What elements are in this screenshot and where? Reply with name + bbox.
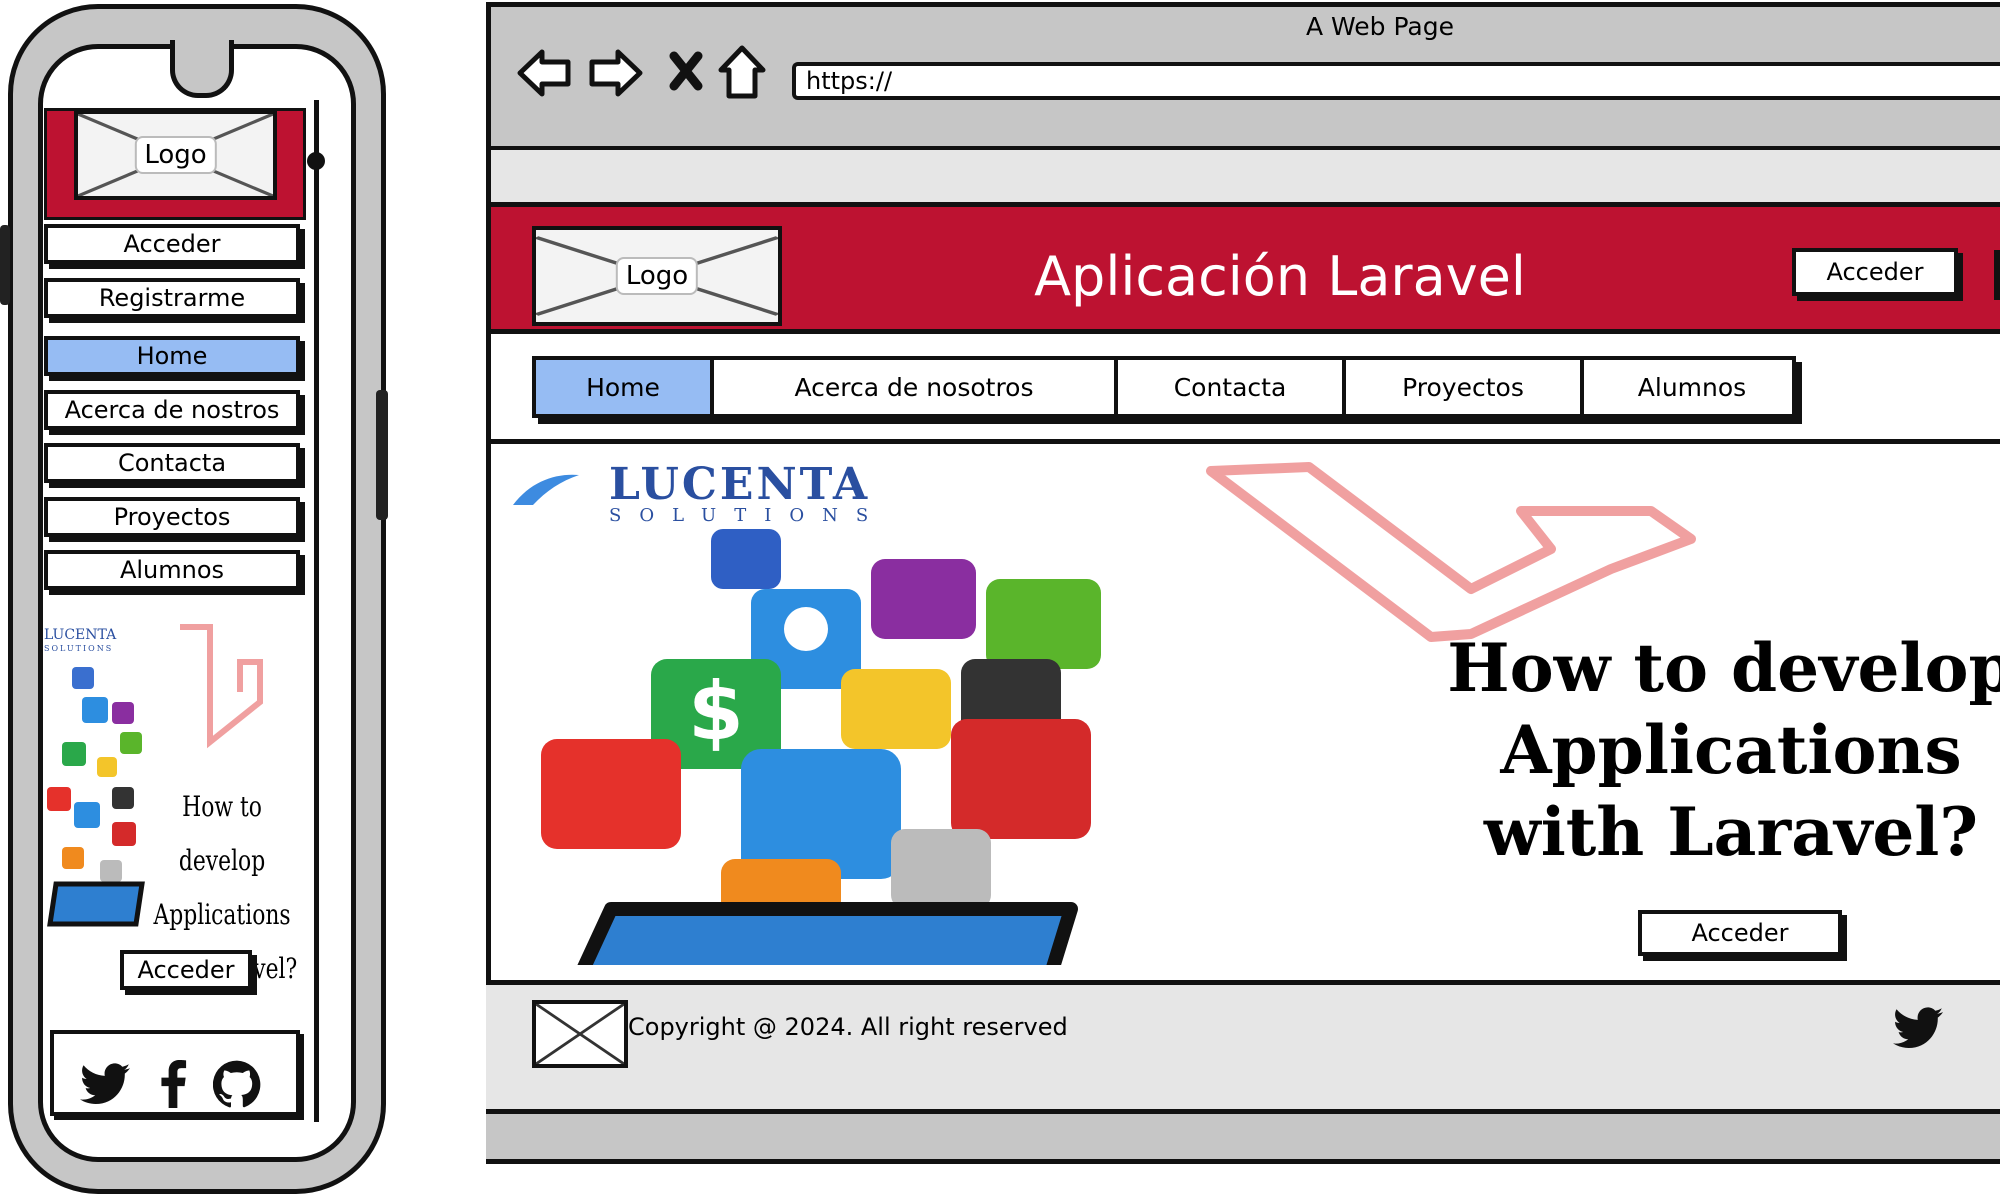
app-icons-illustration: $ (541, 529, 1101, 965)
tab-projects[interactable]: Proyectos (1346, 360, 1584, 414)
hero-brand-sub: SOLUTIONS (609, 505, 887, 526)
github-icon[interactable] (213, 1060, 261, 1108)
home-icon[interactable] (717, 44, 767, 100)
phone-notch (170, 40, 234, 98)
mobile-app-icons-illustration (47, 667, 145, 927)
mobile-menu-projects[interactable]: Proyectos (44, 497, 300, 537)
nav-tabs: Home Acerca de nosotros Contacta Proyect… (532, 356, 1796, 418)
svg-text:$: $ (688, 665, 744, 758)
mobile-mockup: Logo Acceder Registrarme Home Acerca de … (0, 0, 400, 1200)
hero-image: LUCENTA SOLUTIONS $ How to develop Appli… (491, 449, 2000, 965)
mobile-scrollbar[interactable] (314, 100, 319, 1122)
twitter-icon[interactable] (1893, 1007, 1943, 1049)
browser-toolbar-band (491, 146, 2000, 202)
url-bar[interactable]: https:// (792, 62, 2000, 100)
hero-cta-button[interactable]: Acceder (1638, 910, 1842, 956)
mobile-menu-contact[interactable]: Contacta (44, 443, 300, 483)
header-logo-label: Logo (615, 257, 699, 295)
browser-bottom-bar (486, 1114, 2000, 1164)
tab-about[interactable]: Acerca de nosotros (714, 360, 1118, 414)
tab-students[interactable]: Alumnos (1637, 372, 1747, 402)
copyright-text: Copyright @ 2024. All right reserved (628, 1013, 1068, 1041)
mobile-menu-students[interactable]: Alumnos (44, 550, 300, 590)
hero-headline: How to develop Applications with Laravel… (1447, 629, 2000, 871)
mobile-scroll-thumb[interactable] (307, 152, 325, 170)
mobile-menu-about[interactable]: Acerca de nostros (44, 390, 300, 430)
laravel-logo-icon (1206, 462, 1696, 642)
feather-icon (513, 474, 579, 505)
hero-brand-name: LUCENTA (609, 459, 871, 510)
close-icon[interactable] (668, 50, 704, 92)
app-title: Aplicación Laravel (1034, 245, 1526, 308)
forward-arrow-icon[interactable] (588, 48, 644, 98)
mobile-menu-home[interactable]: Home (44, 336, 300, 376)
back-arrow-icon[interactable] (516, 48, 572, 98)
mobile-register-button[interactable]: Registrarme (44, 278, 300, 318)
phone-side-button (376, 390, 388, 520)
tab-contact[interactable]: Contacta (1118, 360, 1346, 414)
mobile-logo-label: Logo (134, 136, 217, 174)
tab-home[interactable]: Home (536, 360, 714, 414)
mobile-laravel-logo-icon (180, 624, 263, 749)
header-login-button[interactable]: Acceder (1792, 248, 1958, 296)
url-text: https:// (806, 67, 893, 95)
phone-side-button (0, 225, 10, 305)
header-logo[interactable]: Logo (532, 226, 782, 326)
browser-title: A Web Page (1305, 12, 1455, 41)
mobile-login-button[interactable]: Acceder (44, 224, 300, 264)
site-footer (486, 980, 2000, 1114)
footer-logo[interactable] (532, 1000, 628, 1068)
mobile-hero-brand: LUCENTA SOLUTIONS (44, 627, 117, 653)
twitter-icon[interactable] (80, 1063, 130, 1105)
mobile-cta-button[interactable]: Acceder (120, 950, 252, 990)
header-edge-mark (1994, 250, 2000, 300)
mobile-hero-image: LUCENTA SOLUTIONS How to develop Applica… (40, 622, 298, 985)
facebook-icon[interactable] (158, 1060, 188, 1108)
mobile-logo[interactable]: Logo (74, 110, 277, 200)
hero-brand: LUCENTA SOLUTIONS (609, 463, 949, 525)
